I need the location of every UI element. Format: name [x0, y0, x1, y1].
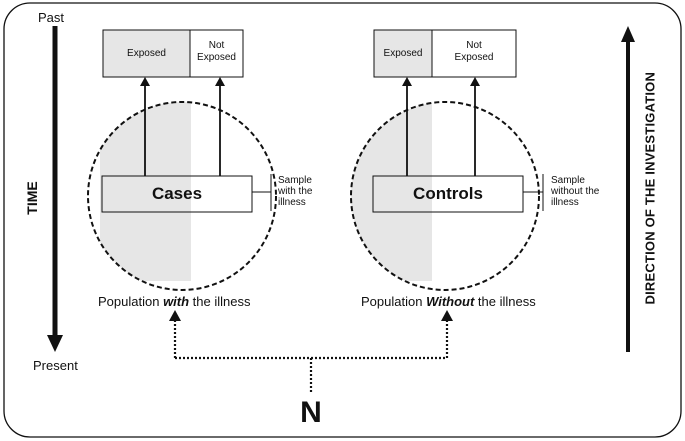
left-group — [87, 29, 277, 358]
left-sample-note: Sample with the illness — [278, 175, 313, 208]
left-population-emphasis: with — [163, 294, 190, 309]
left-population-circle — [87, 101, 277, 291]
right-not-exposed-label: Not Exposed — [454, 40, 494, 63]
right-exposed-label: Exposed — [383, 48, 423, 59]
outer-frame — [3, 2, 682, 438]
left-exposed-label: Exposed — [127, 48, 166, 59]
cases-box — [101, 175, 253, 213]
right-population-label: Population Without the illness — [361, 294, 536, 309]
right-not-exposed-box — [431, 29, 517, 78]
right-population-prefix: Population — [361, 294, 427, 309]
time-arrow-head — [47, 335, 63, 352]
left-population-prefix: Population — [98, 294, 164, 309]
left-population-label: Population with the illness — [98, 294, 250, 309]
controls-label: Controls — [413, 184, 483, 203]
controls-box — [372, 175, 524, 213]
left-not-exposed-label: Not Exposed — [197, 40, 236, 63]
left-exposed-box — [102, 29, 191, 78]
right-population-emphasis: Without — [426, 294, 475, 309]
past-label: Past — [38, 10, 65, 25]
right-sample-note: Sample without the illness — [551, 175, 600, 208]
direction-label: DIRECTION OF THE INVESTIGATION — [642, 71, 658, 305]
present-label: Present — [33, 358, 78, 373]
right-dotted-arrowhead — [441, 310, 453, 321]
left-not-exposed-box — [189, 29, 244, 78]
right-population-circle — [350, 101, 540, 291]
right-population-suffix: the illness — [474, 294, 536, 309]
left-dotted-arrowhead — [169, 310, 181, 321]
time-label: TIME — [24, 181, 40, 215]
direction-arrow-head — [621, 26, 635, 42]
cases-label: Cases — [151, 184, 203, 203]
n-label: N — [300, 396, 322, 429]
left-population-suffix: the illness — [189, 294, 251, 309]
